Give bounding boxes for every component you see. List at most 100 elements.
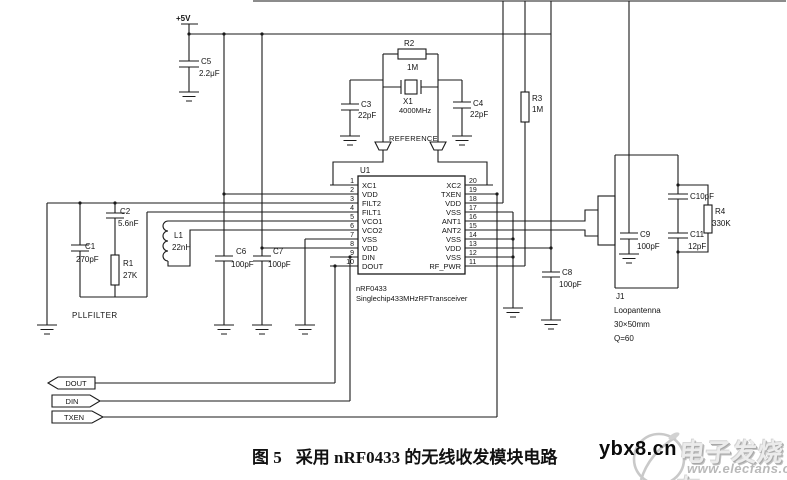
c11-value: 12pF	[688, 242, 706, 251]
l1-value: 22nH	[172, 243, 191, 252]
c1-ref: C1	[85, 242, 96, 251]
figure-title: 采用 nRF0433 的无线收发模块电路	[295, 448, 558, 467]
svg-text:RF_PWR: RF_PWR	[429, 262, 461, 271]
svg-text:XC1: XC1	[362, 181, 377, 190]
c8-value: 100pF	[559, 280, 582, 289]
svg-text:1: 1	[350, 178, 354, 185]
c9-ref: C9	[640, 230, 651, 239]
svg-text:13: 13	[469, 241, 477, 248]
x1-value: 4000MHz	[399, 106, 431, 115]
u1-designator: U1	[360, 166, 371, 175]
svg-text:VCO2: VCO2	[362, 226, 382, 235]
svg-text:4: 4	[350, 205, 354, 212]
j1-ref: J1	[616, 292, 625, 301]
cap-c8	[493, 1, 560, 320]
antenna-feed	[493, 195, 616, 246]
pll-filter-network	[46, 202, 358, 325]
r3-value: 1M	[532, 105, 543, 114]
c9-value: 100pF	[637, 242, 660, 251]
svg-text:VDD: VDD	[362, 190, 378, 199]
r4-ref: R4	[715, 207, 726, 216]
r2-ref: R2	[404, 39, 415, 48]
c3-ref: C3	[361, 100, 372, 109]
svg-text:VDD: VDD	[445, 244, 461, 253]
svg-text:14: 14	[469, 232, 477, 239]
svg-text:16: 16	[469, 214, 477, 221]
tag-txen-label: TXEN	[64, 413, 84, 422]
svg-text:VDD: VDD	[445, 199, 461, 208]
power-label: +5V	[176, 14, 191, 23]
x1-ref: X1	[403, 97, 413, 106]
resistor-r3	[493, 1, 530, 267]
r1-value: 27K	[123, 271, 138, 280]
svg-text:9: 9	[350, 250, 354, 257]
svg-text:DOUT: DOUT	[362, 262, 384, 271]
u1-left-pin-names: XC1 VDD FILT2 FILT1 VCO1 VCO2 VSS VDD DI…	[362, 181, 384, 271]
svg-text:VCO1: VCO1	[362, 217, 382, 226]
c4-value: 22pF	[470, 110, 488, 119]
c6-value: 100pF	[231, 260, 254, 269]
r2-value: 1M	[407, 63, 418, 72]
watermark-url: www.elecfans.com	[687, 461, 787, 476]
u1-left-pin-numbers: 1 2 3 4 5 6 7 8 9 10	[346, 178, 354, 266]
tag-dout-label: DOUT	[65, 379, 87, 388]
c5-value: 2.2μF	[199, 69, 220, 78]
r3-ref: R3	[532, 94, 543, 103]
figure-number: 图 5	[252, 448, 282, 467]
svg-text:3: 3	[350, 196, 354, 203]
svg-text:VSS: VSS	[446, 235, 461, 244]
r1-ref: R1	[123, 259, 134, 268]
c6-ref: C6	[236, 247, 247, 256]
svg-text:19: 19	[469, 187, 477, 194]
j1-line1: Loopantenna	[614, 306, 661, 315]
svg-text:7: 7	[350, 232, 354, 239]
vdd-pin18-wire	[493, 1, 504, 204]
svg-text:20: 20	[469, 178, 477, 185]
svg-text:ANT2: ANT2	[442, 226, 461, 235]
signal-routing	[95, 193, 498, 418]
svg-text:FILT2: FILT2	[362, 199, 381, 208]
c11-ref: C11	[690, 230, 705, 239]
c10-label: C10pF	[690, 192, 714, 201]
svg-text:VDD: VDD	[362, 244, 378, 253]
svg-text:FILT1: FILT1	[362, 208, 381, 217]
reference-label: REFERENCE	[389, 134, 438, 143]
watermark-site: ybx8.cn	[599, 438, 677, 460]
svg-text:VSS: VSS	[446, 253, 461, 262]
svg-text:VSS: VSS	[446, 208, 461, 217]
loop-antenna-j1	[614, 154, 713, 289]
tag-din-label: DIN	[66, 397, 79, 406]
chip-u1-body	[357, 175, 466, 275]
inductor-l1	[162, 220, 358, 267]
c5-ref: C5	[201, 57, 212, 66]
l1-ref: L1	[174, 231, 183, 240]
svg-text:DIN: DIN	[362, 253, 375, 262]
io-tags	[46, 376, 105, 424]
c8-ref: C8	[562, 268, 573, 277]
c7-value: 100pF	[268, 260, 291, 269]
c4-ref: C4	[473, 99, 484, 108]
svg-text:8: 8	[350, 241, 354, 248]
reference-oscillator	[332, 48, 488, 185]
j1-line2: 30×50mm	[614, 320, 650, 329]
cap-c6	[215, 34, 233, 325]
vss-right-column	[493, 211, 514, 308]
c3-value: 22pF	[358, 111, 376, 120]
pll-filter-label: PLLFILTER	[72, 311, 118, 320]
cap-c7	[253, 34, 271, 325]
c7-ref: C7	[273, 247, 284, 256]
power-rail	[181, 23, 551, 35]
svg-text:ANT1: ANT1	[442, 217, 461, 226]
u1-part: nRF0433	[356, 284, 387, 293]
c2-value: 5.6nF	[118, 219, 139, 228]
svg-text:TXEN: TXEN	[441, 190, 461, 199]
cap-c5	[179, 34, 199, 92]
svg-text:10: 10	[346, 259, 354, 266]
figure-caption: 图 5 采用 nRF0433 的无线收发模块电路	[252, 443, 672, 468]
svg-text:VSS: VSS	[362, 235, 377, 244]
svg-text:11: 11	[469, 259, 476, 266]
c2-ref: C2	[120, 207, 131, 216]
